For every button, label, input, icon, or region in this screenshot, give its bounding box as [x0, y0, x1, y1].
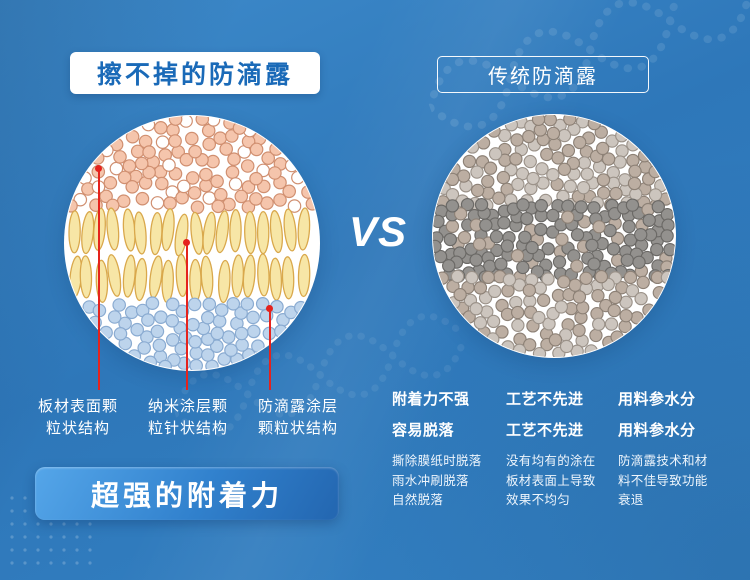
- comparison-cell: 容易脱落: [392, 422, 455, 439]
- comparison-column-material: 用料参水分 用料参水分 防滴露技术和材 料不佳导致功能 衰退: [618, 388, 730, 558]
- coating-structure-circle-traditional: [432, 114, 676, 358]
- pointer-line-nano-coating: [185, 242, 188, 390]
- left-product-badge-label: 擦不掉的防滴露: [96, 61, 293, 89]
- structure-label-nano-coating: 纳米涂层颗 粒针状结构: [147, 398, 228, 437]
- adhesion-banner-label: 超强的附着力: [90, 479, 283, 511]
- comparison-cell: 工艺不先进: [506, 391, 584, 408]
- adhesion-banner: 超强的附着力: [35, 467, 339, 520]
- right-product-badge-label: 传统防滴露: [488, 66, 598, 88]
- pointer-line-board-surface: [97, 168, 100, 390]
- comparison-column-adhesion: 附着力不强 容易脱落 撕除膜纸时脱落 雨水冲刷脱落 自然脱落: [392, 388, 504, 558]
- structure-illustration-traditional: [432, 114, 676, 358]
- right-product-badge: 传统防滴露: [437, 56, 649, 93]
- comparison-column-process: 工艺不先进 工艺不先进 没有均有的涂在 板材表面上导致 效果不均匀: [506, 388, 618, 558]
- structure-label-antidrip-coating: 防滴露涂层 颗粒状结构: [257, 398, 338, 437]
- comparison-detail: 没有均有的涂在 板材表面上导致 效果不均匀: [506, 454, 596, 507]
- left-product-badge: 擦不掉的防滴露: [70, 52, 320, 94]
- comparison-cell: 用料参水分: [618, 391, 696, 408]
- vs-label: VS: [349, 208, 408, 255]
- structure-label-board-surface: 板材表面颗 粒状结构: [37, 398, 118, 437]
- coating-structure-circle-new: [64, 115, 320, 371]
- comparison-cell: 工艺不先进: [506, 422, 584, 439]
- comparison-detail: 防滴露技术和材 料不佳导致功能 衰退: [618, 454, 708, 507]
- comparison-cell: 用料参水分: [618, 422, 696, 439]
- comparison-table: 附着力不强 容易脱落 撕除膜纸时脱落 雨水冲刷脱落 自然脱落 工艺不先进 工艺不…: [392, 388, 732, 558]
- pointer-line-antidrip-coating: [268, 308, 271, 390]
- comparison-cell: 附着力不强: [392, 391, 470, 408]
- structure-illustration-new: [65, 116, 319, 370]
- comparison-detail: 撕除膜纸时脱落 雨水冲刷脱落 自然脱落: [392, 454, 482, 507]
